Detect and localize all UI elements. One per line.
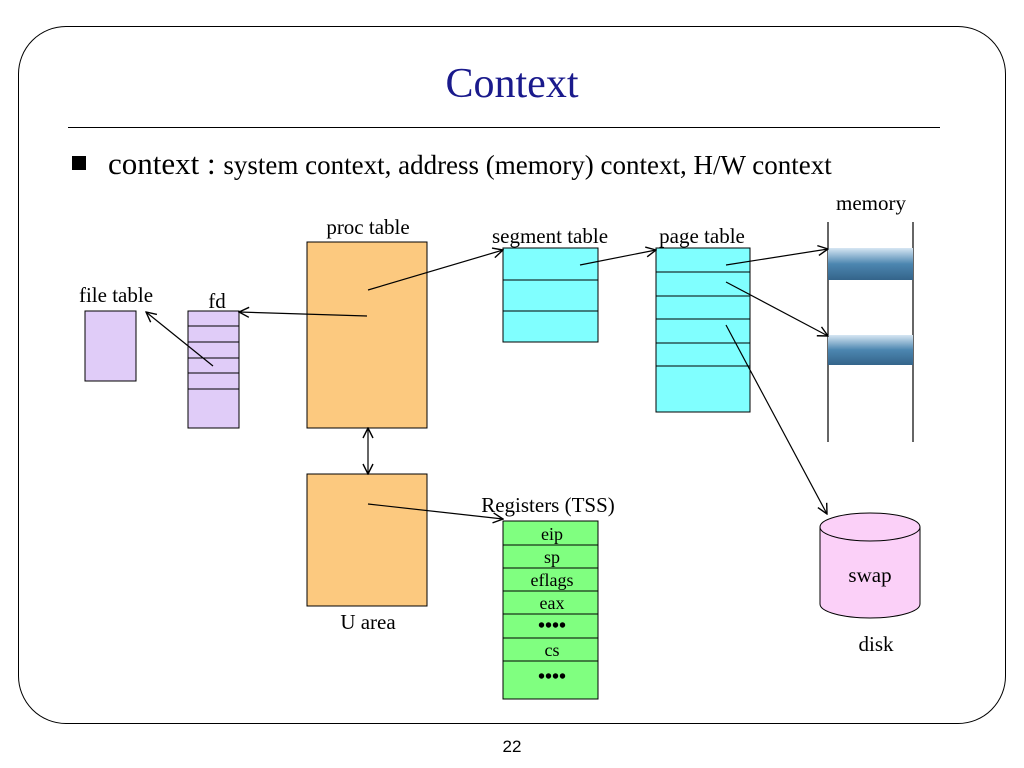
memory-block xyxy=(828,335,913,365)
arrow-proc-to-fd xyxy=(239,312,368,316)
fd-label: fd xyxy=(208,289,226,313)
file-table xyxy=(84,310,137,382)
proc-table-label: proc table xyxy=(326,215,409,239)
registers-label: Registers (TSS) xyxy=(481,493,615,517)
u-area xyxy=(306,473,428,607)
proc-table xyxy=(306,241,428,429)
slide-title: Context xyxy=(445,61,579,107)
swap-disk xyxy=(819,512,921,619)
register-sp: sp xyxy=(544,547,560,567)
fd-table xyxy=(187,310,240,429)
arrow-proc-to-segment xyxy=(367,250,503,291)
u-area-label: U area xyxy=(340,610,396,634)
square-bullet-icon xyxy=(72,156,86,170)
register-eflags: eflags xyxy=(531,570,574,590)
page-number: 22 xyxy=(502,737,522,756)
file-table-label: file table xyxy=(79,283,153,307)
bullet-text: system context, address (memory) context… xyxy=(223,150,832,180)
bullet-point: context : system context, address (memor… xyxy=(72,146,832,182)
register-eax: eax xyxy=(540,593,565,613)
memory-column xyxy=(827,222,914,442)
register-cs: cs xyxy=(545,640,560,660)
register-ellipsis: •••• xyxy=(538,615,566,637)
arrow-u-area-to-registers xyxy=(367,503,503,519)
arrow-fd-to-file-table xyxy=(146,312,214,367)
arrow-segment-to-page xyxy=(579,250,656,266)
bullet-lead: context : xyxy=(108,146,224,181)
segment-table xyxy=(502,247,599,343)
register-ellipsis: •••• xyxy=(538,666,566,688)
page-table xyxy=(655,247,751,413)
arrow-page-to-swap xyxy=(725,324,827,514)
memory-label: memory xyxy=(836,191,906,215)
swap-label: swap xyxy=(848,563,891,587)
arrows xyxy=(146,249,828,519)
slide-frame xyxy=(18,26,1006,724)
disk-label: disk xyxy=(858,632,894,656)
segment-table-label: segment table xyxy=(492,224,608,248)
page-table-label: page table xyxy=(659,224,745,248)
memory-block xyxy=(828,248,913,280)
register-eip: eip xyxy=(541,524,563,544)
registers-table xyxy=(502,520,599,700)
arrow-page-to-memory xyxy=(725,281,828,336)
arrow-page-to-memory xyxy=(725,249,828,266)
title-divider xyxy=(68,127,940,128)
